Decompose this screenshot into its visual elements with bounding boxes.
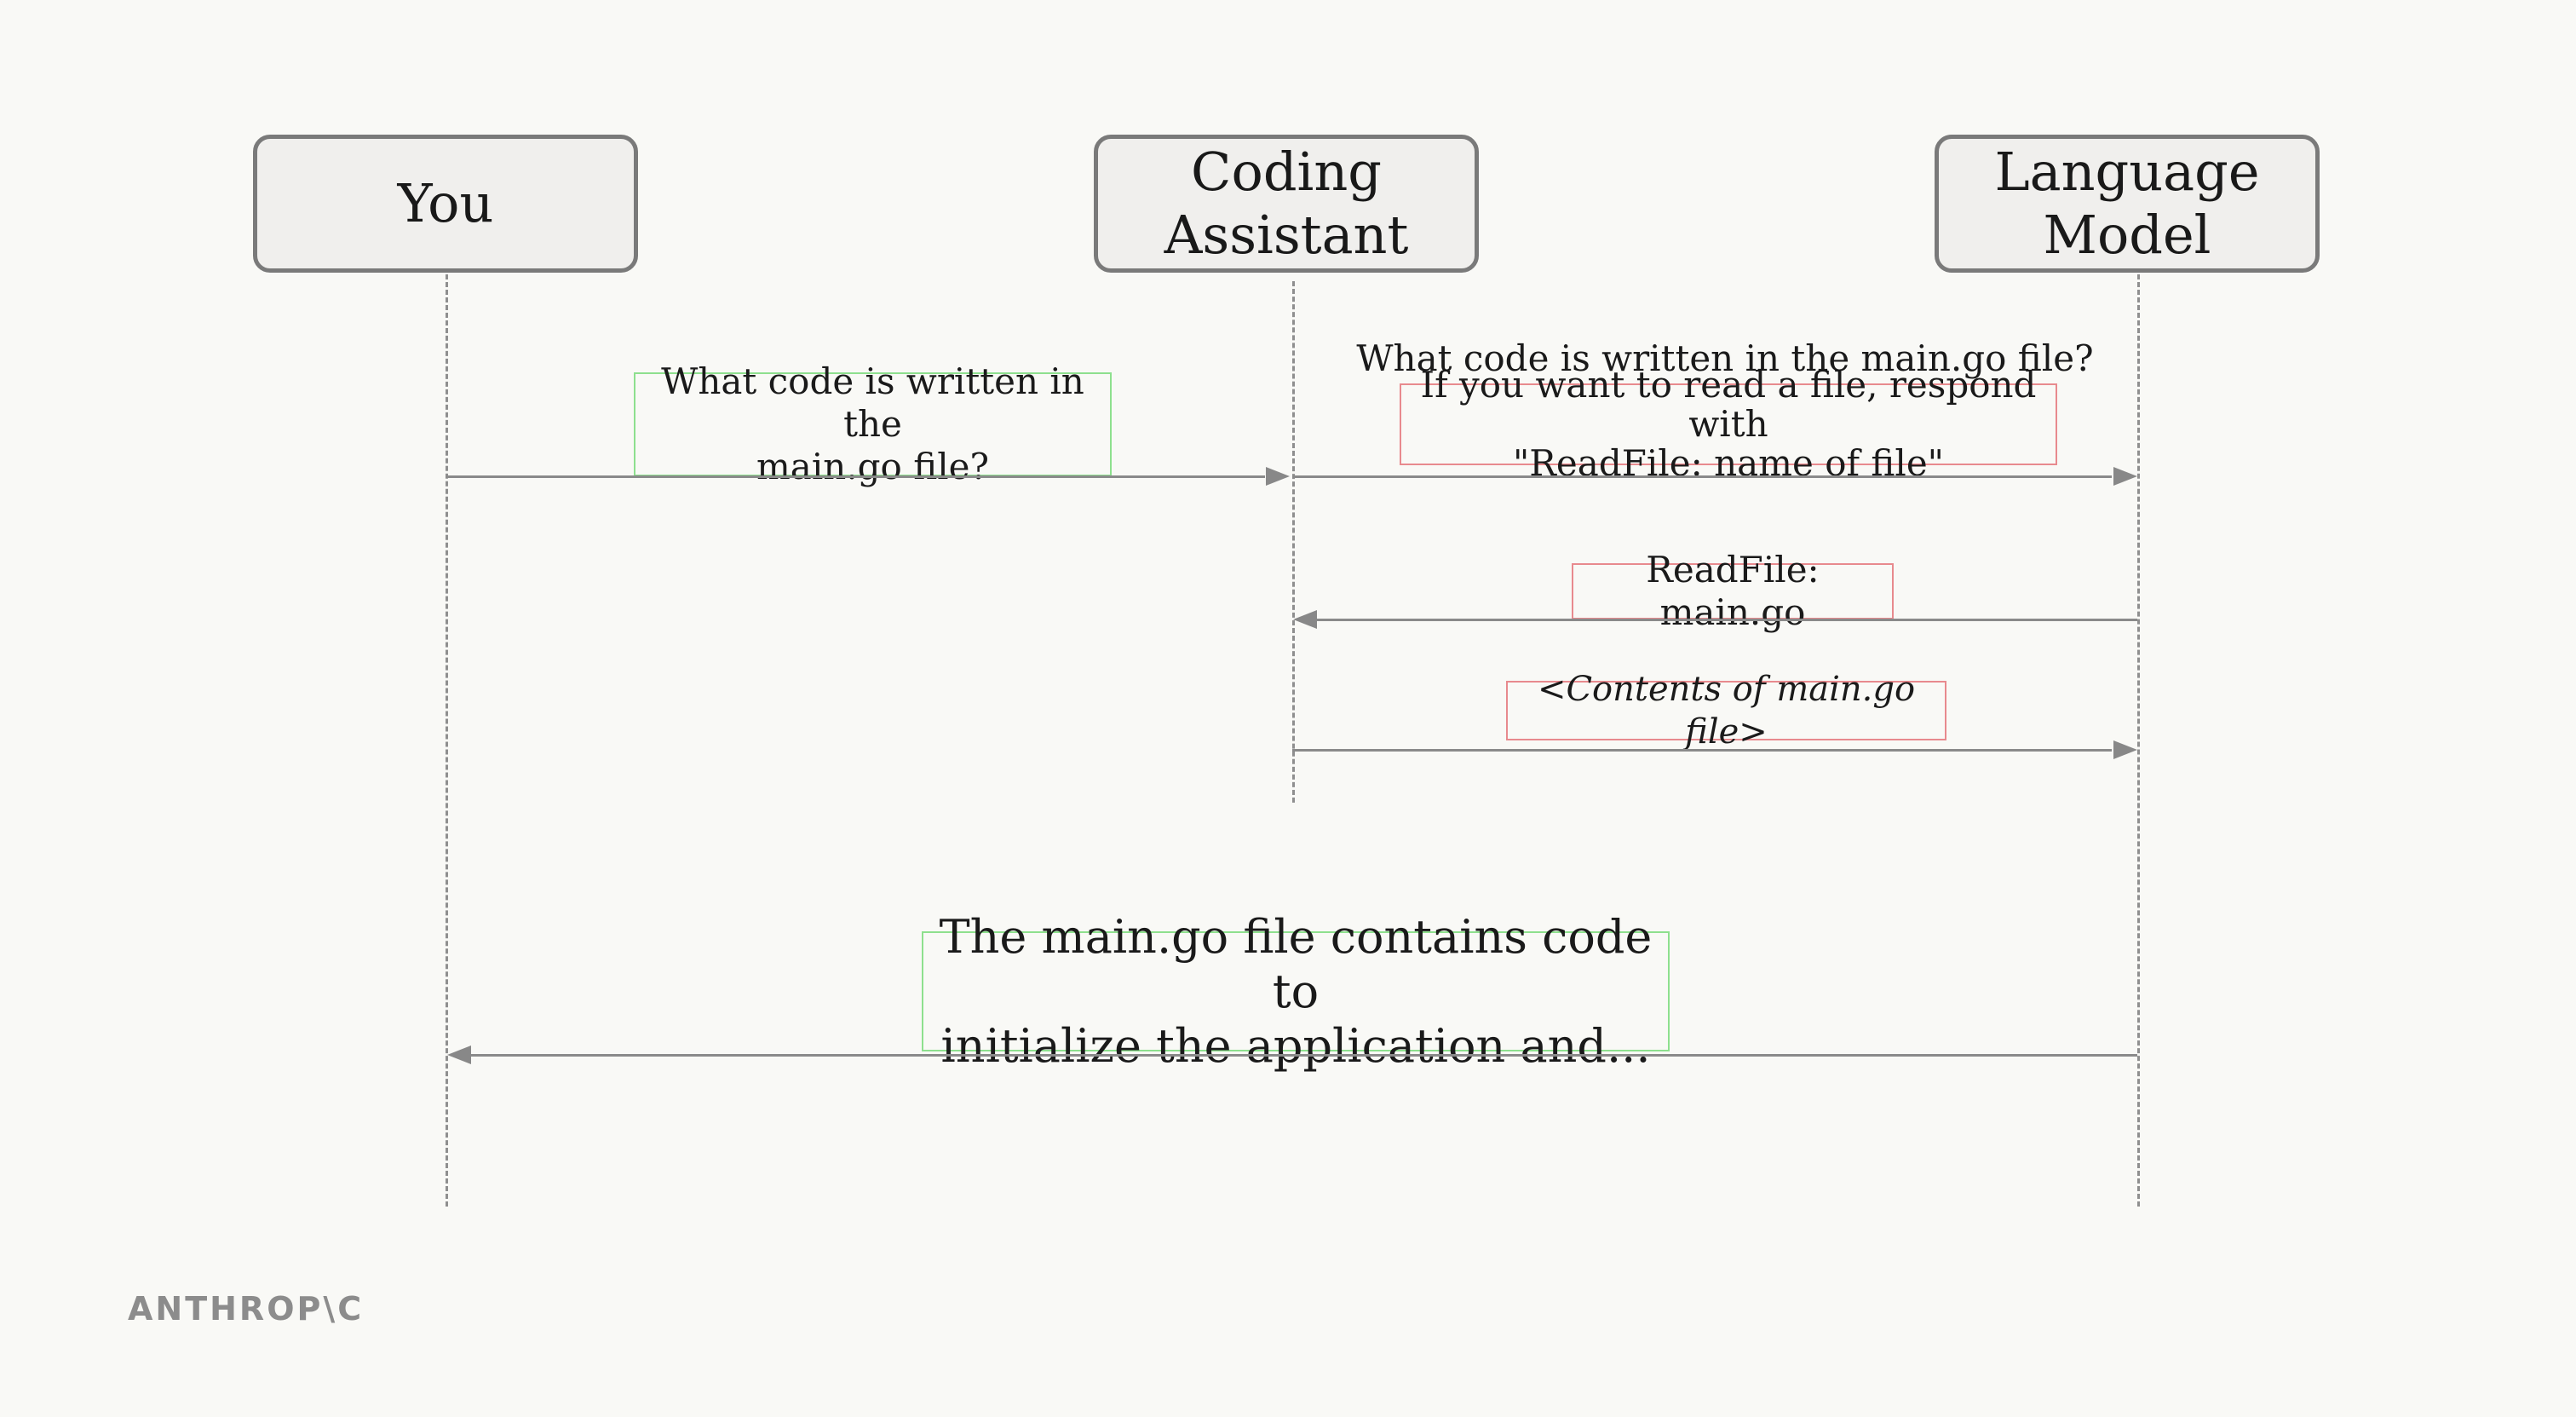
actor-language-model: Language Model [1935, 135, 2320, 273]
anthropic-logo: ANTHROP\C [128, 1290, 365, 1328]
user-question-line2: main.go file? [756, 446, 990, 487]
tool-instruction-line1: If you want to read a file, respond with [1420, 364, 2037, 445]
final-answer-line1: The main.go file contains code to [939, 909, 1653, 1018]
actor-you-label: You [397, 172, 494, 234]
arrow-assistant-to-model [1292, 475, 2112, 478]
file-contents-box: <Contents of main.go file> [1506, 670, 1946, 752]
final-answer-box: The main.go file contains code to initia… [922, 910, 1670, 1073]
actor-model-label-line2: Model [2043, 204, 2211, 266]
actor-you: You [253, 135, 638, 273]
actor-assistant-label-line1: Coding [1191, 141, 1382, 203]
assistant-question-text: What code is written in the main.go file… [1356, 337, 2094, 379]
lifeline-you [446, 274, 448, 1207]
user-question-box: What code is written in the main.go file… [634, 360, 1112, 487]
arrowhead-assistant-to-model-contents [2113, 740, 2137, 759]
arrow-model-to-you [471, 1054, 2137, 1057]
arrowhead-model-to-assistant [1293, 610, 1317, 629]
tool-call-box: ReadFile: main.go [1572, 549, 1894, 633]
arrowhead-assistant-to-model [2113, 467, 2137, 486]
tool-instruction-box: If you want to read a file, respond with… [1400, 366, 2057, 483]
arrowhead-you-to-assistant [1266, 467, 1290, 486]
arrow-assistant-to-model-contents [1292, 749, 2112, 752]
arrow-model-to-assistant [1317, 619, 2137, 621]
arrowhead-model-to-you [447, 1045, 471, 1064]
lifeline-coding-assistant [1292, 281, 1295, 803]
final-answer-line2: initialize the application and... [940, 1018, 1651, 1073]
actor-coding-assistant: Coding Assistant [1094, 135, 1479, 273]
actor-model-label-line1: Language [1994, 141, 2260, 203]
user-question-line1: What code is written in the [661, 360, 1084, 445]
tool-call-text: ReadFile: main.go [1646, 549, 1820, 633]
file-contents-text: <Contents of main.go file> [1537, 670, 1916, 752]
actor-assistant-label-line2: Assistant [1164, 204, 1409, 266]
lifeline-language-model [2137, 274, 2140, 1207]
arrow-you-to-assistant [446, 475, 1265, 478]
